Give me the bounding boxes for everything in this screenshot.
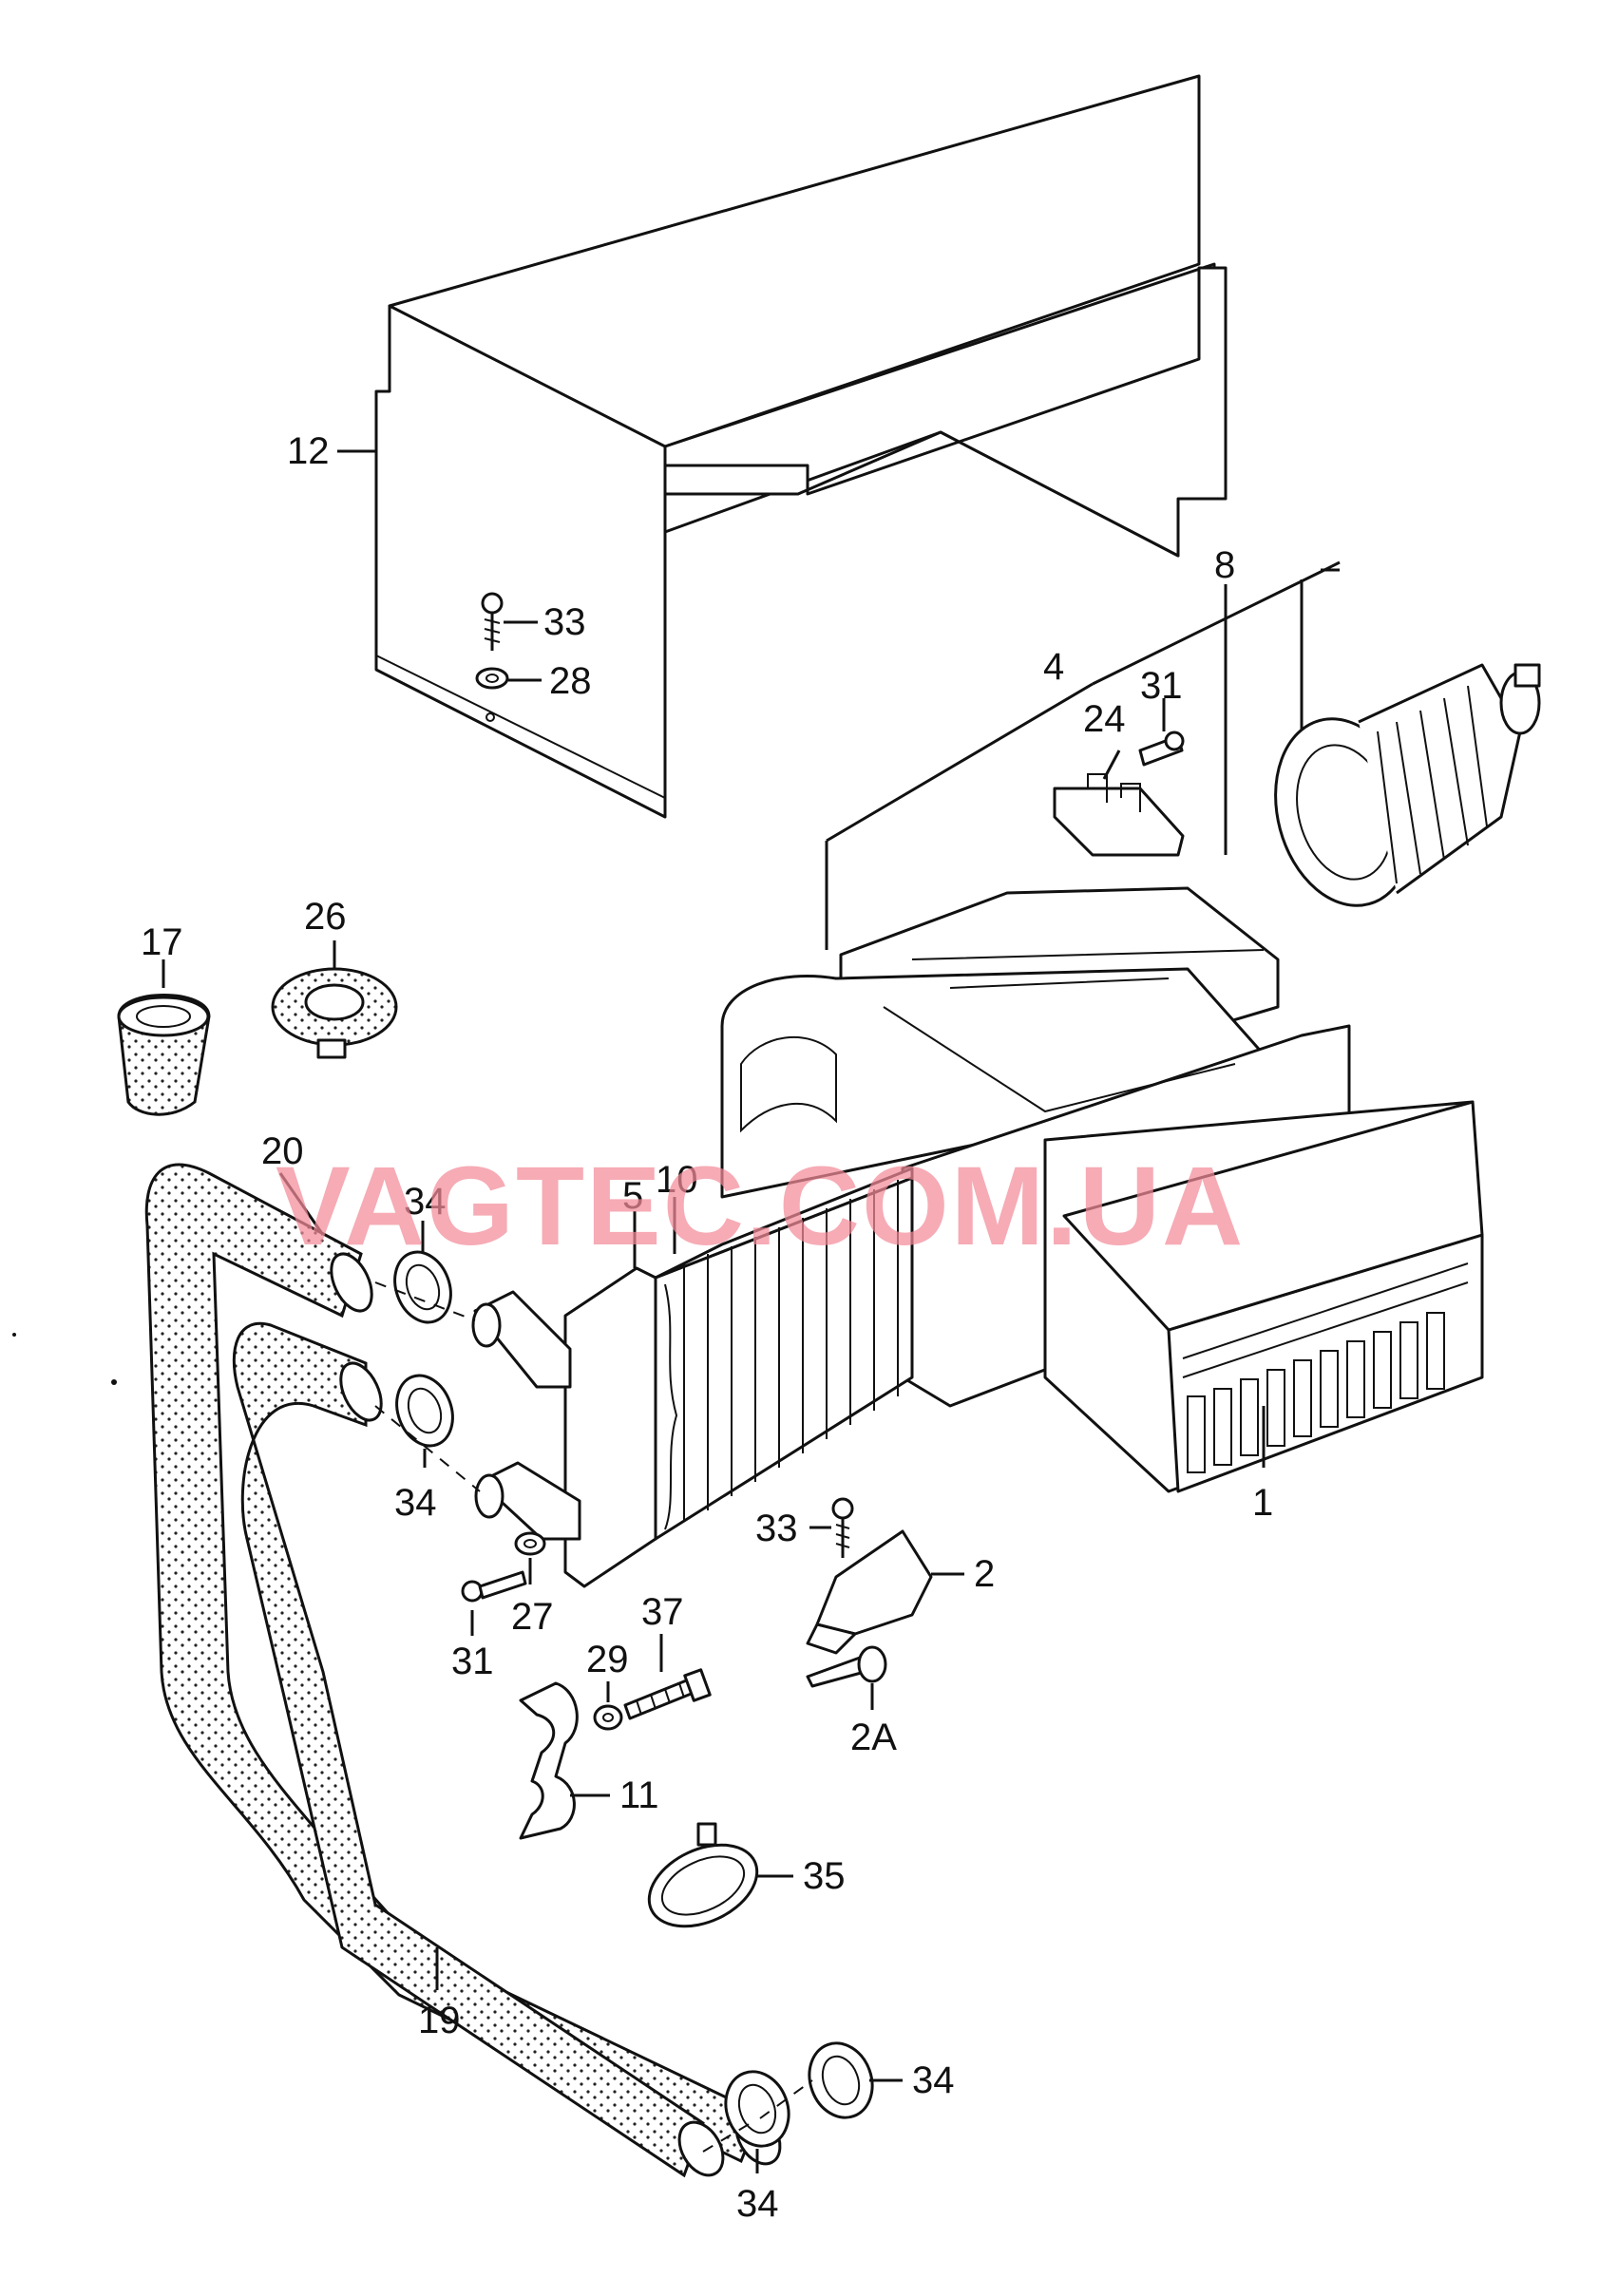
screw-33-upper (481, 592, 504, 651)
coolant-hose-19 (232, 1321, 782, 2178)
callout-37: 37 (641, 1591, 684, 1633)
callout-20: 20 (261, 1130, 304, 1172)
callout-28: 28 (549, 660, 592, 702)
washer-27 (514, 1531, 546, 1556)
leader-bracket-4 (825, 682, 1094, 950)
screw-31-upper (1138, 731, 1185, 767)
callout-34-d: 34 (736, 2183, 779, 2225)
hose-clamp-34-a (393, 1250, 452, 1324)
heater-housing-1 (720, 886, 1484, 1493)
callout-33-lower: 33 (755, 1508, 798, 1549)
callout-34-c: 34 (912, 2059, 955, 2101)
leader-lines (162, 449, 1266, 2173)
callout-34-b: 34 (394, 1482, 437, 1524)
callout-11: 11 (619, 1774, 659, 1816)
callout-31-lower: 31 (451, 1641, 494, 1682)
hose-clip-35 (647, 1822, 759, 1928)
callout-1: 1 (1252, 1482, 1273, 1524)
callout-12: 12 (287, 430, 330, 472)
blower-motor (1274, 663, 1541, 907)
louvers (1187, 1312, 1445, 1473)
hose-clamp-34-b (395, 1374, 454, 1448)
heat-exchanger-5 (563, 1167, 914, 1588)
callout-35: 35 (803, 1855, 846, 1897)
callout-4: 4 (1043, 646, 1064, 688)
callout-17: 17 (141, 921, 183, 963)
hose-holder-11 (519, 1681, 579, 1840)
connector-clip-24 (1053, 773, 1185, 857)
callout-10: 10 (656, 1159, 698, 1201)
bracket-2 (806, 1529, 933, 1655)
callout-19: 19 (418, 2000, 461, 2041)
callout-27: 27 (511, 1596, 554, 1638)
washer-29 (593, 1704, 623, 1731)
coolant-hose-20 (144, 1163, 762, 2164)
callout-2A: 2A (850, 1717, 897, 1758)
callout-33-upper: 33 (543, 601, 586, 643)
watermark-text: VAGTEC.COM.UA (276, 1144, 1245, 1269)
grommet-26 (271, 967, 398, 1059)
clip-2A (806, 1645, 887, 1688)
callout-labels: 12 33 28 8 4 31 24 17 26 20 34 10 5 34 3… (141, 430, 1273, 2225)
screw-31-lower (461, 1570, 527, 1603)
heater-pipe-stubs (471, 1290, 581, 1541)
washer-28 (475, 667, 509, 690)
callout-29: 29 (586, 1639, 629, 1680)
callout-26: 26 (304, 896, 347, 938)
screw-33-lower (831, 1497, 854, 1558)
hose-clamp-34-c (808, 2041, 874, 2119)
callout-34-a: 34 (404, 1181, 447, 1223)
cover-panel-12 (374, 74, 1228, 819)
callout-24: 24 (1083, 698, 1126, 740)
callout-5: 5 (622, 1175, 643, 1217)
screw-37 (623, 1668, 712, 1720)
callout-31-upper: 31 (1140, 665, 1183, 707)
callout-8: 8 (1214, 544, 1235, 586)
grommet-17 (117, 994, 211, 1116)
callout-2: 2 (974, 1553, 995, 1595)
